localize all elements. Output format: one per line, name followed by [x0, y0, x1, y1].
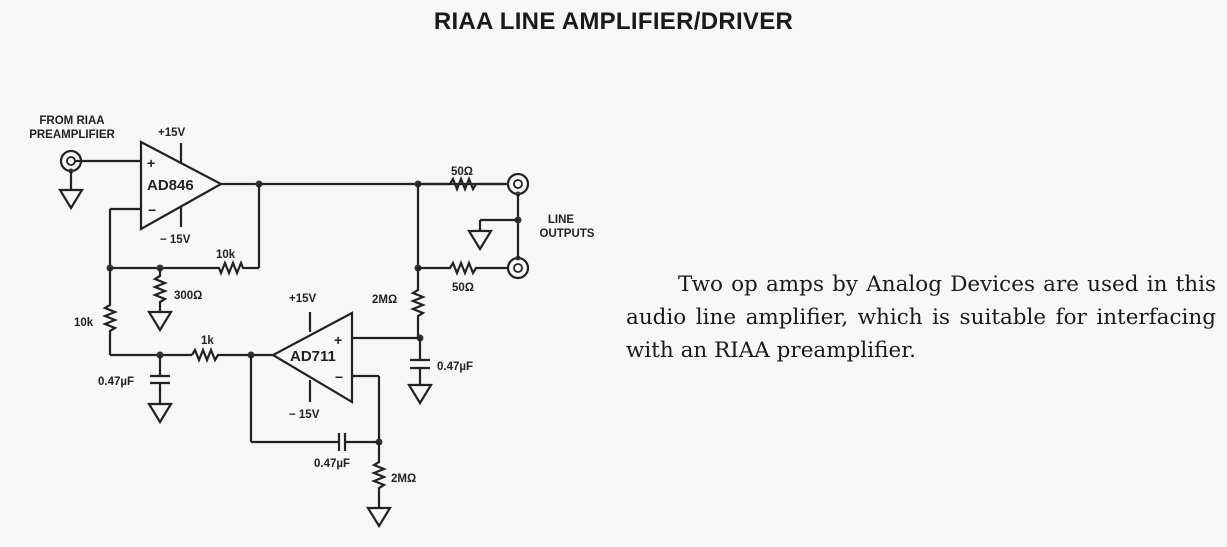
ground-icon — [147, 310, 173, 333]
resistor-10k-feedback-icon — [110, 260, 259, 276]
ground-icon — [58, 188, 84, 211]
r-divider-label: 10k — [74, 317, 94, 329]
ground-icon — [467, 229, 493, 252]
r-bias-label: 2MΩ — [372, 294, 397, 306]
ground-icon — [147, 402, 173, 425]
resistor-2M-ground-icon — [371, 442, 387, 508]
ground-icon — [366, 506, 392, 529]
ad846-supply-neg: − 15V — [160, 234, 191, 246]
c-feedback-label: 0.47µF — [314, 458, 350, 470]
resistor-10k-divider-icon — [102, 268, 118, 355]
r-ground-label: 300Ω — [174, 290, 202, 302]
output-jack-top-icon — [506, 172, 530, 197]
r-out-top-label: 50Ω — [451, 166, 473, 178]
resistor-1k-icon — [191, 347, 273, 363]
r-out-bottom-label: 50Ω — [452, 282, 474, 294]
output-jack-bottom-icon — [506, 255, 530, 280]
ad711-supply-neg: − 15V — [289, 409, 320, 421]
ad846-label: AD846 — [147, 177, 194, 194]
resistor-2M-bias-icon — [410, 268, 426, 340]
ad846-minus-sign: − — [148, 202, 156, 218]
ad846-supply-pos: +15V — [158, 127, 186, 139]
page-title: RIAA LINE AMPLIFIER/DRIVER — [433, 8, 794, 35]
resistor-300ohm-icon — [152, 268, 168, 312]
description-text: Two op amps by Analog Devices are used i… — [626, 272, 1216, 363]
ground-icon — [407, 383, 433, 406]
ad711-minus-sign: − — [335, 369, 343, 385]
output-label-line1: LINE — [548, 214, 575, 226]
ad846-plus-sign: + — [147, 155, 155, 171]
input-jack-icon — [59, 149, 83, 174]
r-series-label: 1k — [201, 335, 214, 347]
r-ground-2m-label: 2MΩ — [391, 473, 416, 485]
c-bias-label: 0.47µF — [437, 361, 473, 373]
input-label-line1: FROM RIAA — [39, 115, 104, 127]
resistor-50ohm-bottom-icon — [418, 260, 509, 276]
ad711-label: AD711 — [290, 348, 336, 365]
c-filter-label: 0.47µF — [98, 376, 134, 388]
opamp-ad711: + − AD711 — [270, 311, 354, 404]
ad711-plus-sign: + — [334, 332, 342, 348]
ad711-supply-pos: +15V — [289, 293, 317, 305]
output-label-line2: OUTPUTS — [540, 228, 595, 240]
resistor-50ohm-top-icon — [418, 176, 509, 192]
input-label-line2: PREAMPLIFIER — [29, 129, 115, 141]
r-feedback-label: 10k — [216, 249, 236, 261]
